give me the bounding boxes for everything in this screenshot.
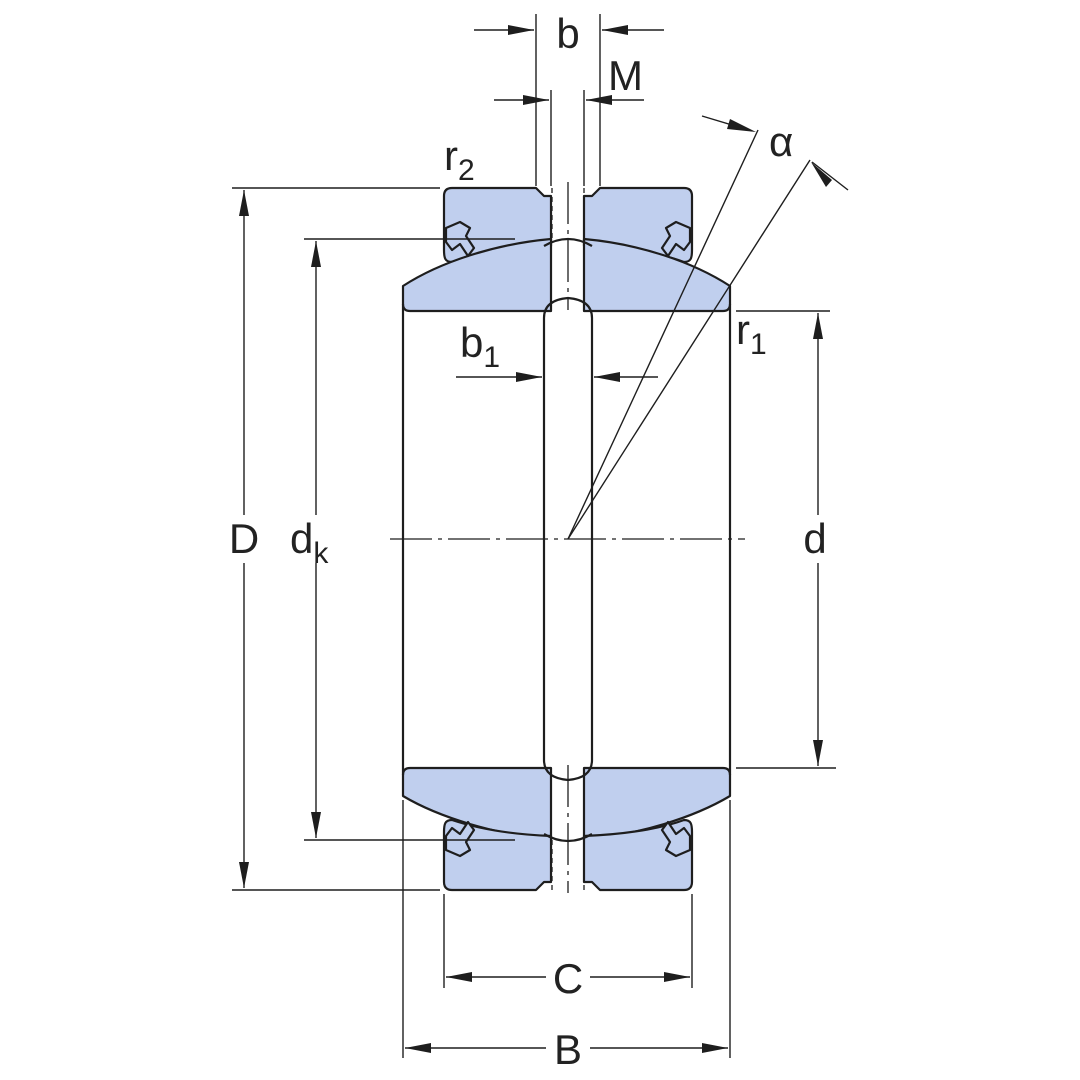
label-C: C xyxy=(553,955,583,1002)
construction-lines xyxy=(390,182,745,893)
arrowheads xyxy=(239,25,832,1053)
arrow-M-right xyxy=(586,95,612,105)
arrow-dk-top xyxy=(311,241,321,267)
label-r2-sub: 2 xyxy=(458,154,475,187)
arrow-alpha-2 xyxy=(811,162,832,187)
outer-ring-bottom-left xyxy=(442,818,553,892)
seal-bottom-right xyxy=(660,820,692,858)
arrow-d-top xyxy=(813,313,823,339)
label-r1: r1 xyxy=(736,306,767,361)
label-B: B xyxy=(554,1026,582,1073)
seal-top-right xyxy=(660,220,692,258)
label-d: d xyxy=(803,515,826,562)
label-r2-base: r xyxy=(444,132,458,179)
arrow-C-left xyxy=(446,972,472,982)
seal-bottom-left xyxy=(444,820,476,858)
arrow-alpha-1 xyxy=(727,119,756,132)
body-outlines xyxy=(401,237,732,843)
label-r1-base: r xyxy=(736,306,750,353)
label-D: D xyxy=(229,515,259,562)
label-dk: dk xyxy=(290,515,329,570)
label-r1-sub: 1 xyxy=(750,328,767,361)
lubrication-hole-top xyxy=(543,237,593,247)
arrow-b1-left xyxy=(516,372,542,382)
lubrication-groove xyxy=(542,296,594,782)
arrow-B-right xyxy=(702,1043,728,1053)
label-b1-base: b xyxy=(460,319,483,366)
dim-alpha-leader-2 xyxy=(811,161,849,191)
label-r2: r2 xyxy=(444,132,475,187)
alpha-line-2 xyxy=(567,159,811,540)
arrow-dk-bottom xyxy=(311,812,321,838)
arrow-b-left xyxy=(508,25,534,35)
label-M: M xyxy=(608,52,643,99)
dimension-lines xyxy=(243,29,849,1049)
arrow-B-left xyxy=(405,1043,431,1053)
arrow-D-bottom xyxy=(239,862,249,888)
label-b: b xyxy=(556,10,579,57)
outer-ring-bottom-right xyxy=(582,818,694,892)
arrow-M-left xyxy=(523,95,549,105)
section-fills xyxy=(401,186,732,892)
arrow-C-right xyxy=(664,972,690,982)
extension-lines xyxy=(232,14,836,1058)
label-dk-base: d xyxy=(290,515,313,562)
arrow-b-right xyxy=(602,25,628,35)
label-alpha: α xyxy=(769,118,793,165)
label-b1: b1 xyxy=(460,319,500,374)
label-dk-sub: k xyxy=(313,537,329,570)
arrow-D-top xyxy=(239,190,249,216)
alpha-line-1 xyxy=(567,129,759,540)
arrow-d-bottom xyxy=(813,740,823,766)
arrow-b1-right xyxy=(594,372,620,382)
label-b1-sub: 1 xyxy=(483,341,500,374)
dimension-labels: b M α r2 r1 b1 D dk d C B xyxy=(229,10,827,1073)
